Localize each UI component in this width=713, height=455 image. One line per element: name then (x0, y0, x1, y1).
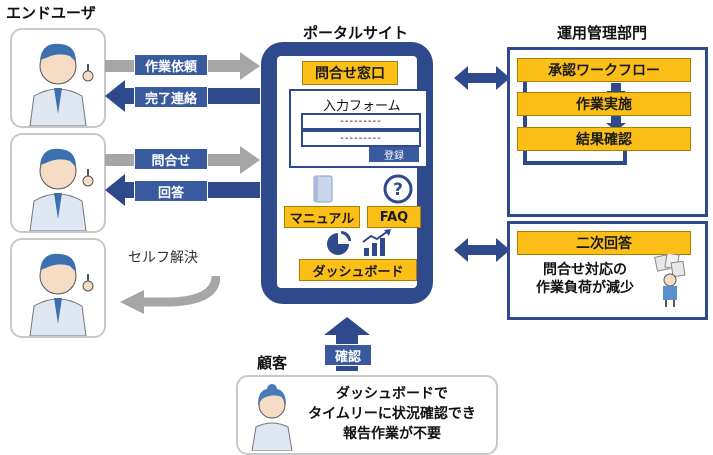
customer-message-line-3: 報告作業が不要 (343, 426, 441, 442)
end-user-card-3 (10, 238, 106, 338)
input-form-title: 入力フォーム (323, 99, 401, 114)
end-user-title: エンドユーザ (6, 4, 96, 22)
manual-box[interactable]: マニュアル (284, 206, 360, 228)
user-avatar-icon (29, 148, 94, 232)
user-avatar-icon (29, 43, 94, 127)
end-user-card-2 (10, 133, 106, 233)
bar-trend-icon (362, 229, 391, 256)
customer-message: ダッシュボードで タイムリーに状況確認でき 報告作業が不要 (294, 384, 490, 444)
user-avatar-icon (29, 253, 94, 337)
work-execution-box: 作業実施 (517, 92, 691, 116)
reduced-load-line-2: 作業負荷が減少 (536, 280, 634, 296)
portal-title: ポータルサイト (303, 24, 409, 42)
inquiry-label: 問合せ (134, 148, 208, 170)
customer-message-line-1: ダッシュボードで (336, 386, 448, 402)
reduced-load-line-1: 問合せ対応の (543, 262, 627, 278)
self-solve-label: セルフ解決 (128, 250, 198, 266)
customer-card: ダッシュボードで タイムリーに状況確認でき 報告作業が不要 (236, 375, 498, 455)
register-button[interactable]: 登録 (369, 147, 419, 162)
customer-title: 顧客 (257, 354, 288, 372)
faq-question-icon: ? (383, 174, 413, 204)
manual-book-icon (313, 175, 333, 203)
faq-box[interactable]: FAQ (367, 206, 421, 228)
request-label: 作業依頼 (134, 54, 208, 76)
form-field-1[interactable]: --------- (301, 113, 421, 130)
end-user-card-1 (10, 28, 106, 128)
form-field-2[interactable]: --------- (301, 130, 421, 147)
customer-message-line-2: タイムリーに状況確認でき (308, 406, 476, 422)
input-form: 入力フォーム --------- --------- 登録 (289, 89, 428, 168)
confirm-label: 確認 (324, 344, 372, 366)
paperwork-person-icon (654, 254, 686, 307)
customer-avatar-icon (251, 384, 293, 451)
secondary-answer-box: 二次回答 (517, 231, 691, 255)
result-check-box: 結果確認 (517, 127, 691, 151)
self-solve-arrow (120, 275, 220, 314)
answer-label: 回答 (134, 180, 208, 202)
pie-chart-icon (327, 231, 351, 255)
dashboard-box[interactable]: ダッシュボード (299, 259, 417, 281)
complete-label: 完了連絡 (134, 86, 208, 108)
portal-ops-arrows (454, 66, 510, 262)
ops-title: 運用管理部門 (557, 24, 648, 42)
reduced-load-text: 問合せ対応の 作業負荷が減少 (524, 261, 646, 297)
svg-text:?: ? (393, 180, 403, 200)
contact-window-box: 問合せ窓口 (302, 61, 398, 85)
approval-workflow-box: 承認ワークフロー (517, 58, 691, 82)
